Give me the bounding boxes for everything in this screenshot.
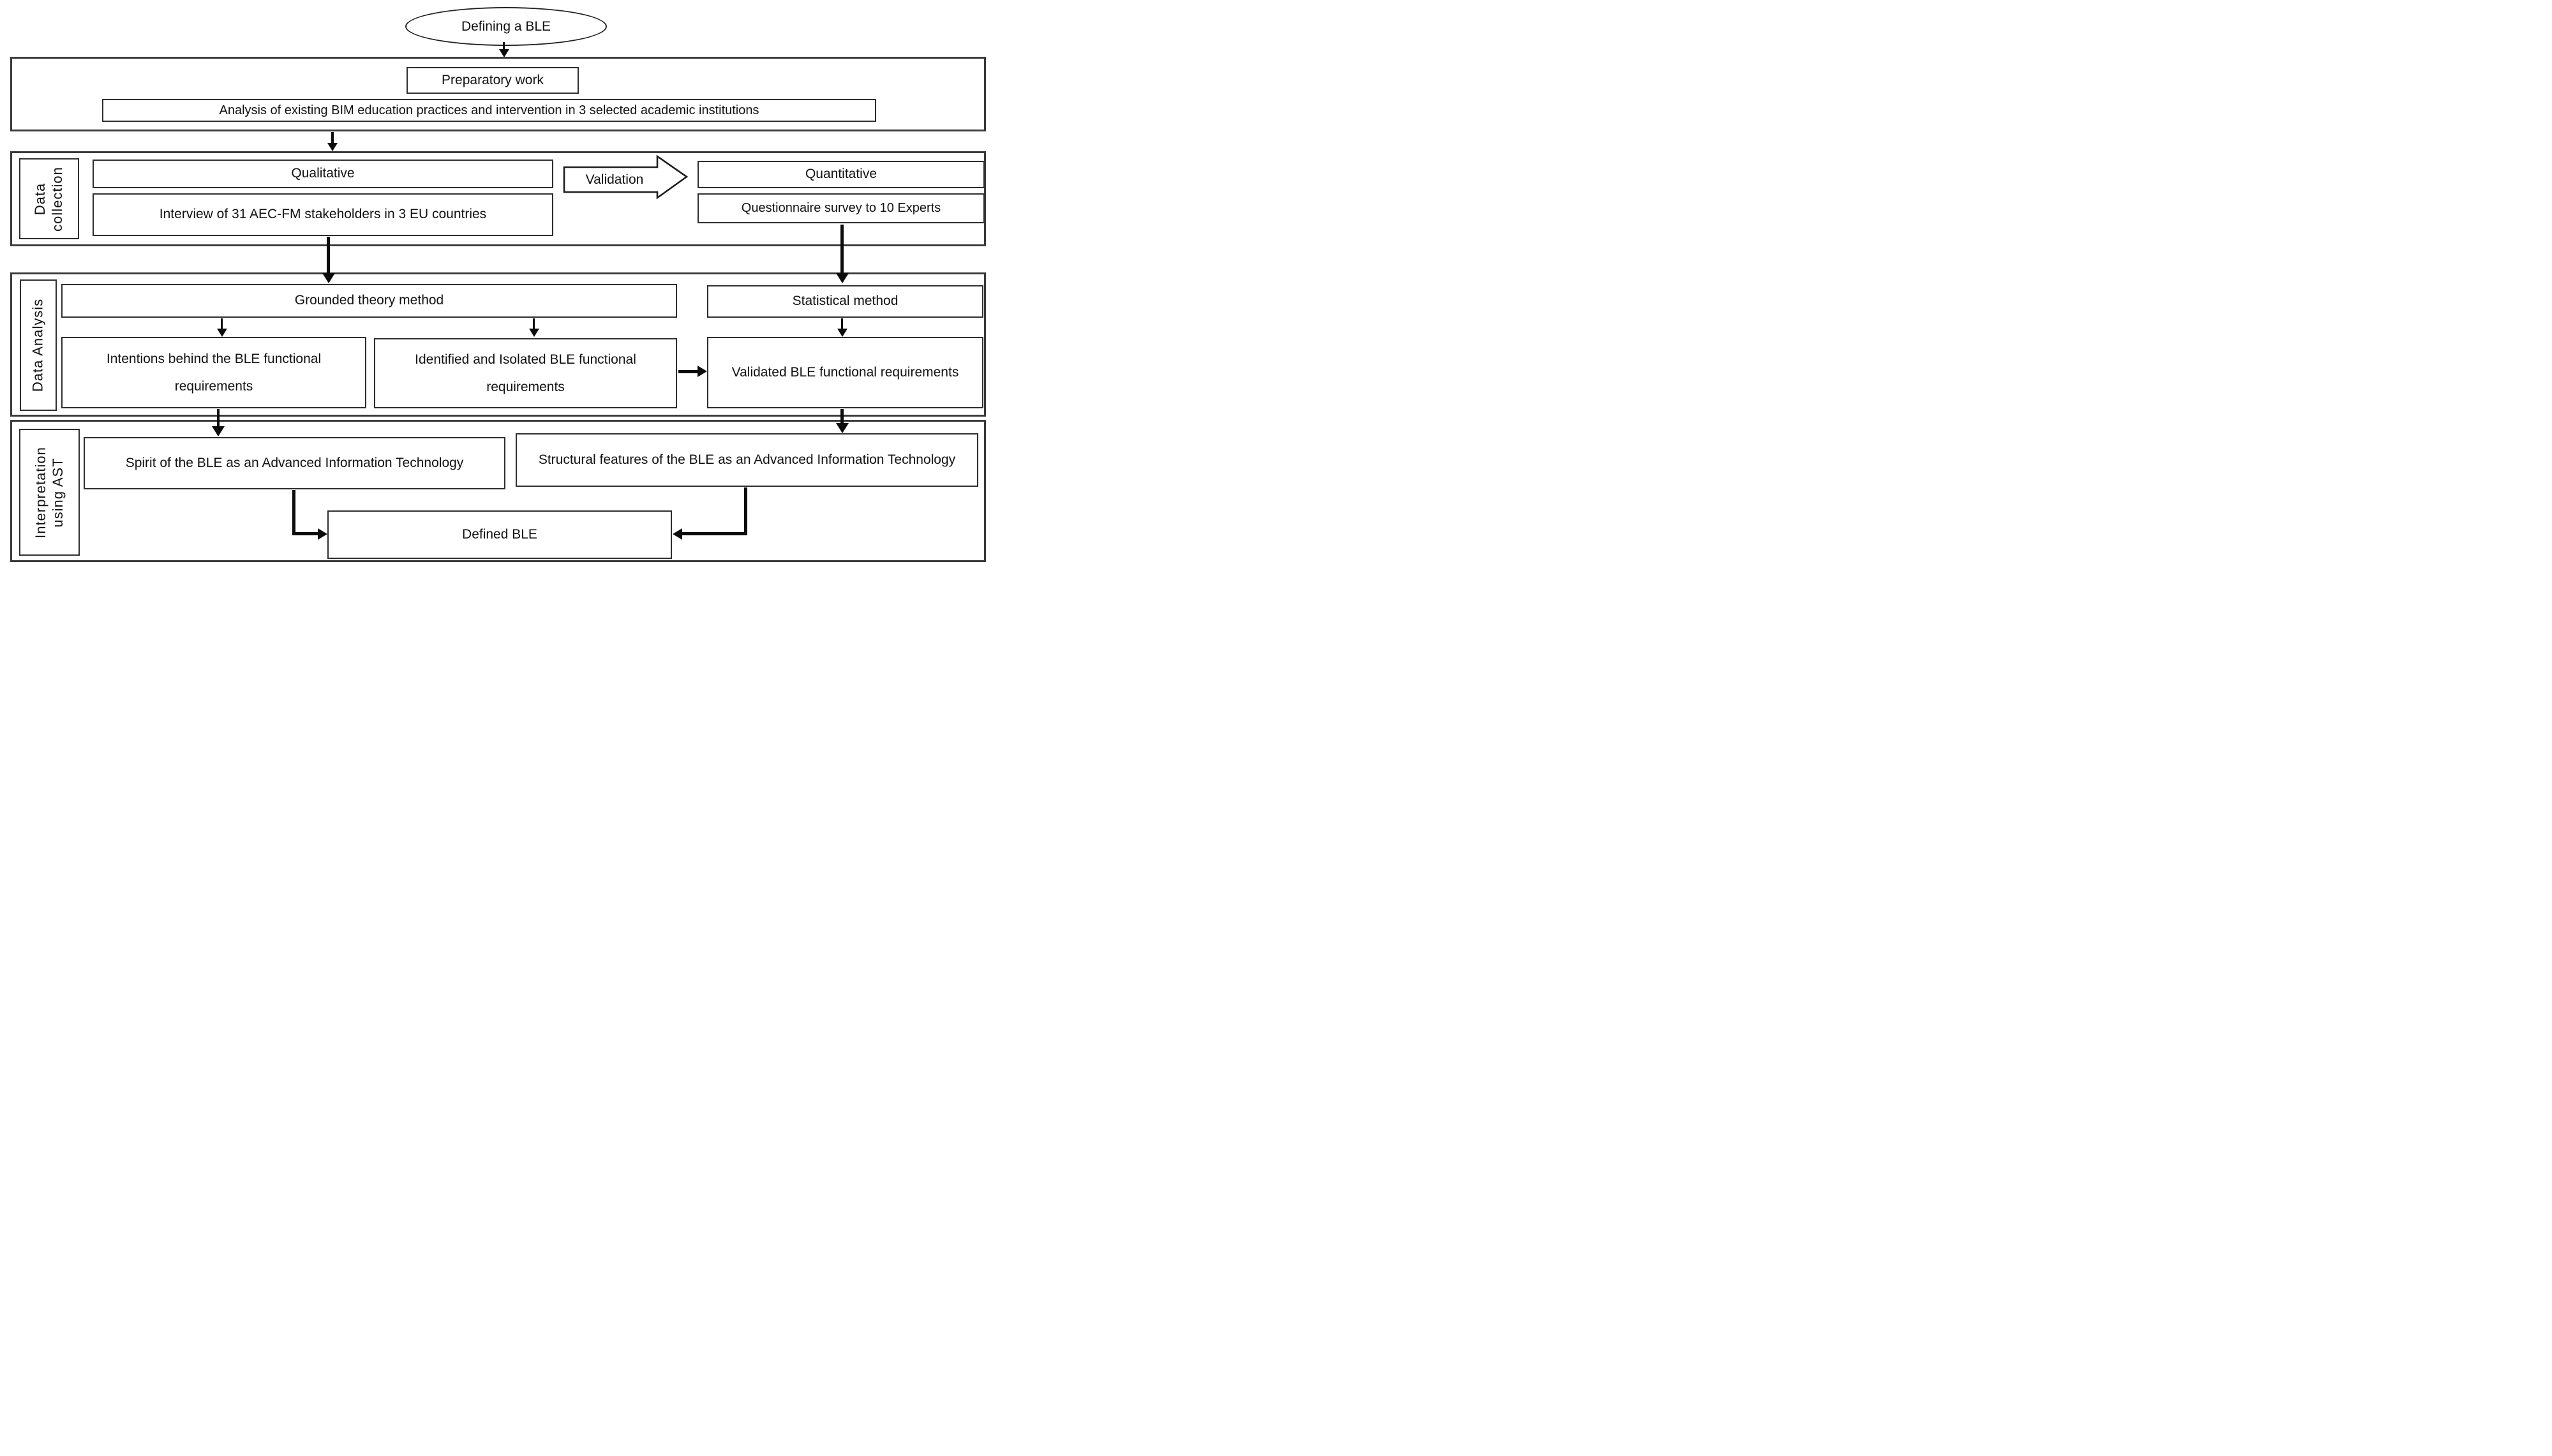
flowchart-defining-a-ble: Defining a BLE Preparatory work Analysis…	[0, 0, 996, 568]
quantitative-label: Quantitative	[805, 167, 877, 182]
statistical-method-label: Statistical method	[792, 293, 899, 309]
identified-box: Identified and Isolated BLE functional r…	[374, 338, 677, 408]
interpretation-side-label-box: Interpretation using AST	[19, 429, 80, 556]
qualitative-box: Qualitative	[93, 160, 553, 188]
preparatory-work-box: Preparatory work	[407, 67, 579, 94]
structural-box: Structural features of the BLE as an Adv…	[516, 433, 978, 487]
analysis-box: Analysis of existing BIM education pract…	[102, 99, 876, 122]
data-collection-side-label-box: Data collection	[19, 158, 79, 239]
questionnaire-box: Questionnaire survey to 10 Experts	[698, 193, 985, 223]
validated-label: Validated BLE functional requirements	[731, 365, 959, 380]
preparatory-work-label: Preparatory work	[442, 72, 544, 87]
quantitative-box: Quantitative	[698, 161, 985, 188]
interpretation-side-label: Interpretation using AST	[32, 446, 66, 539]
intentions-label: Intentions behind the BLE functional req…	[106, 351, 322, 394]
defined-ble-label: Defined BLE	[462, 526, 537, 542]
identified-label: Identified and Isolated BLE functional r…	[415, 352, 636, 394]
validation-label: Validation	[585, 172, 644, 187]
structural-label: Structural features of the BLE as an Adv…	[538, 452, 956, 468]
validated-box: Validated BLE functional requirements	[707, 337, 983, 408]
grounded-theory-label: Grounded theory method	[294, 293, 444, 308]
qualitative-label: Qualitative	[291, 166, 355, 181]
intentions-box: Intentions behind the BLE functional req…	[61, 337, 366, 408]
interview-box: Interview of 31 AEC-FM stakeholders in 3…	[93, 193, 553, 236]
spirit-box: Spirit of the BLE as an Advanced Informa…	[84, 437, 505, 489]
data-analysis-side-label: Data Analysis	[29, 298, 46, 392]
questionnaire-label: Questionnaire survey to 10 Experts	[741, 201, 941, 215]
start-ellipse: Defining a BLE	[405, 7, 607, 46]
data-analysis-side-label-box: Data Analysis	[20, 279, 57, 411]
validation-block-arrow	[563, 155, 689, 200]
analysis-label: Analysis of existing BIM education pract…	[219, 103, 759, 117]
interview-label: Interview of 31 AEC-FM stakeholders in 3…	[159, 207, 487, 222]
start-label: Defining a BLE	[461, 19, 551, 34]
data-collection-side-label: Data collection	[32, 166, 65, 232]
grounded-theory-box: Grounded theory method	[61, 284, 677, 318]
defined-ble-box: Defined BLE	[327, 510, 672, 559]
spirit-label: Spirit of the BLE as an Advanced Informa…	[125, 456, 464, 471]
statistical-method-box: Statistical method	[707, 285, 983, 318]
